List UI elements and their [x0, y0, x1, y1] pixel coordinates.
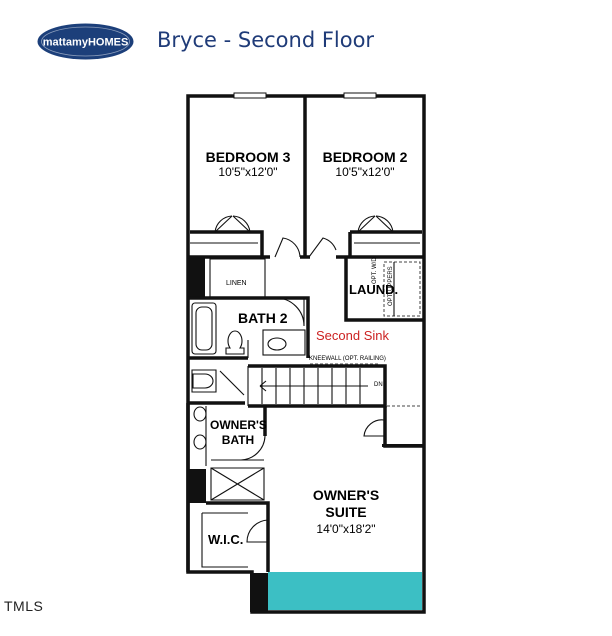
bedroom-3-name: BEDROOM 3 — [205, 149, 291, 165]
owners-bath-label: OWNER'S BATH — [210, 418, 267, 448]
laundry-label: LAUND. — [349, 282, 399, 297]
opt-uppers-label: OPT. UPPERS — [388, 266, 394, 306]
bedroom-2-dim: 10'5"x12'0" — [335, 165, 395, 179]
bedroom-3-dim: 10'5"x12'0" — [218, 165, 278, 179]
owners-bath-line1: OWNER'S — [210, 418, 267, 432]
second-sink-note: Second Sink — [316, 328, 389, 343]
wic-label: W.I.C. — [208, 532, 244, 547]
logo-text: mattamyHOMES — [43, 37, 129, 49]
stair-down-label: DN — [374, 382, 383, 388]
owners-suite-label: OWNER'S SUITE 14'0"x18'2" — [300, 487, 392, 538]
page-title: Bryce - Second Floor — [157, 28, 375, 52]
owners-bath-line2: BATH — [221, 433, 255, 447]
owners-suite-window-highlight — [268, 572, 422, 610]
linen-label: LINEN — [226, 280, 247, 287]
bedroom-2-name: BEDROOM 2 — [322, 149, 408, 165]
kneewall-label: KNEEWALL (OPT. RAILING) — [309, 356, 386, 362]
owners-suite-line2: SUITE — [325, 504, 367, 520]
opt-wd-label: OPT. W/D — [372, 257, 378, 284]
bath-2-label: BATH 2 — [238, 310, 288, 326]
owners-suite-dim: 14'0"x18'2" — [316, 522, 376, 536]
owners-suite-line1: OWNER'S — [312, 487, 380, 503]
bedroom-2-label: BEDROOM 2 10'5"x12'0" — [313, 149, 417, 179]
mattamy-homes-logo: mattamyHOMES — [37, 23, 134, 60]
mls-watermark: TMLS — [4, 598, 44, 614]
bedroom-3-label: BEDROOM 3 10'5"x12'0" — [196, 149, 300, 179]
